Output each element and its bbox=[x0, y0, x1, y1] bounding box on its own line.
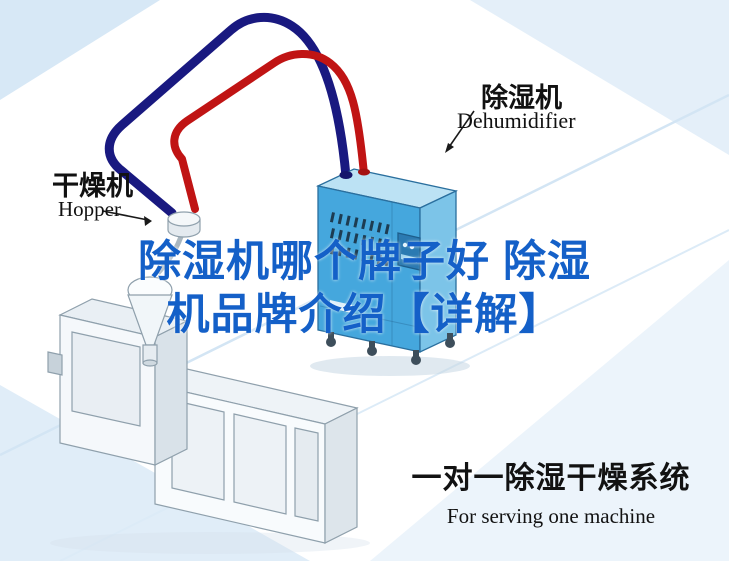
pipes bbox=[104, 12, 368, 218]
caption-zh: 一对一除湿干燥系统 bbox=[411, 462, 691, 495]
dehumidifier-machine bbox=[310, 168, 470, 376]
dehumidifier-label-zh: 除湿机 bbox=[481, 83, 562, 113]
hopper-label-zh: 干燥机 bbox=[52, 171, 133, 201]
casters bbox=[326, 332, 455, 365]
control-panel bbox=[397, 232, 421, 271]
caption-en: For serving one machine bbox=[446, 504, 656, 528]
pipe-navy bbox=[104, 12, 351, 218]
hopper-label-en: Hopper bbox=[58, 197, 121, 221]
extruder-machine bbox=[47, 211, 370, 554]
page-title: 除湿机哪个牌子好 除湿 机品牌介绍【详解】 bbox=[0, 236, 729, 342]
dehumidifier-callout-line bbox=[446, 110, 475, 151]
pipe-red bbox=[170, 50, 368, 213]
hopper bbox=[127, 211, 201, 367]
caption: 一对一除湿干燥系统 For serving one machine bbox=[405, 453, 697, 529]
hopper-callout-line bbox=[102, 210, 149, 221]
page-title-line1: 除湿机哪个牌子好 除湿 bbox=[138, 238, 591, 286]
page-title-line2: 机品牌介绍【详解】 bbox=[166, 291, 563, 339]
callout-lines bbox=[102, 110, 475, 226]
dehumidifier-label-en: Dehumidifier bbox=[457, 108, 576, 133]
